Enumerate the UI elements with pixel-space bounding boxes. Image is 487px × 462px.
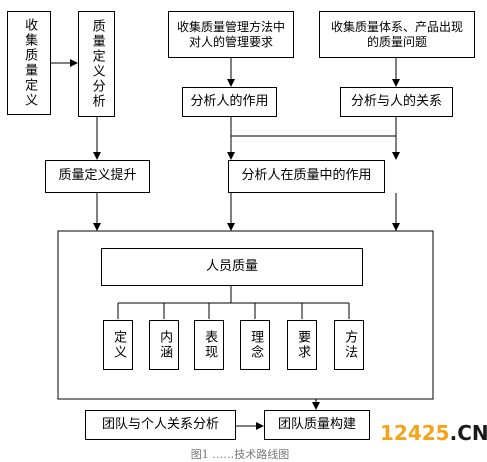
node-analyze-relation-label: 分析与人的关系 (350, 93, 442, 109)
watermark: 12425.CN (380, 421, 487, 445)
node-collect-management: 收集质量管理方法中对人的管理要求 (168, 11, 294, 58)
sub-item-method-label: 方法 (342, 330, 358, 360)
sub-item-requirement: 要求 (287, 320, 317, 370)
node-team-relation-label: 团队与个人关系分析 (101, 416, 219, 432)
node-role-in-quality: 分析人在质量中的作用 (228, 160, 385, 193)
sub-item-requirement-label: 要求 (295, 330, 311, 360)
watermark-suffix: .CN (449, 421, 487, 445)
node-personnel-quality: 人员质量 (101, 248, 363, 286)
node-analyze-role-label: 分析人的作用 (190, 93, 269, 109)
sub-item-concept-label: 理念 (248, 330, 264, 360)
node-analyze-role: 分析人的作用 (182, 87, 277, 117)
node-team-relation: 团队与个人关系分析 (85, 410, 236, 440)
figure-caption: 图1 ……技术路线图 (190, 448, 290, 461)
node-definition-improve: 质量定义提升 (45, 160, 150, 193)
node-team-build: 团队质量构建 (264, 410, 370, 440)
node-analyze-relation: 分析与人的关系 (340, 87, 453, 117)
node-personnel-quality-label: 人员质量 (205, 258, 258, 274)
node-definition-analysis-label: 质量定义分析 (89, 19, 105, 109)
sub-item-definition-label: 定义 (111, 330, 127, 360)
sub-item-definition: 定义 (103, 320, 133, 370)
sub-item-connotation: 内涵 (149, 320, 179, 370)
node-collect-system-label: 收集质量体系、产品出现的质量问题 (330, 19, 463, 49)
node-definition-analysis: 质量定义分析 (78, 11, 115, 117)
sub-item-method: 方法 (334, 320, 364, 370)
node-collect-definition-label: 收集质量定义 (22, 18, 38, 108)
sub-item-manifestation-label: 表现 (202, 330, 218, 360)
node-collect-management-label: 收集质量管理方法中对人的管理要求 (176, 19, 285, 49)
watermark-digits: 12425 (380, 421, 450, 445)
sub-item-manifestation: 表现 (194, 320, 224, 370)
node-team-build-label: 团队质量构建 (277, 416, 356, 432)
node-collect-system: 收集质量体系、产品出现的质量问题 (319, 11, 475, 58)
node-definition-improve-label: 质量定义提升 (58, 168, 137, 184)
node-role-in-quality-label: 分析人在质量中的作用 (241, 168, 372, 184)
node-collect-definition: 收集质量定义 (7, 11, 51, 115)
sub-item-concept: 理念 (240, 320, 270, 370)
sub-item-connotation-label: 内涵 (157, 330, 173, 360)
